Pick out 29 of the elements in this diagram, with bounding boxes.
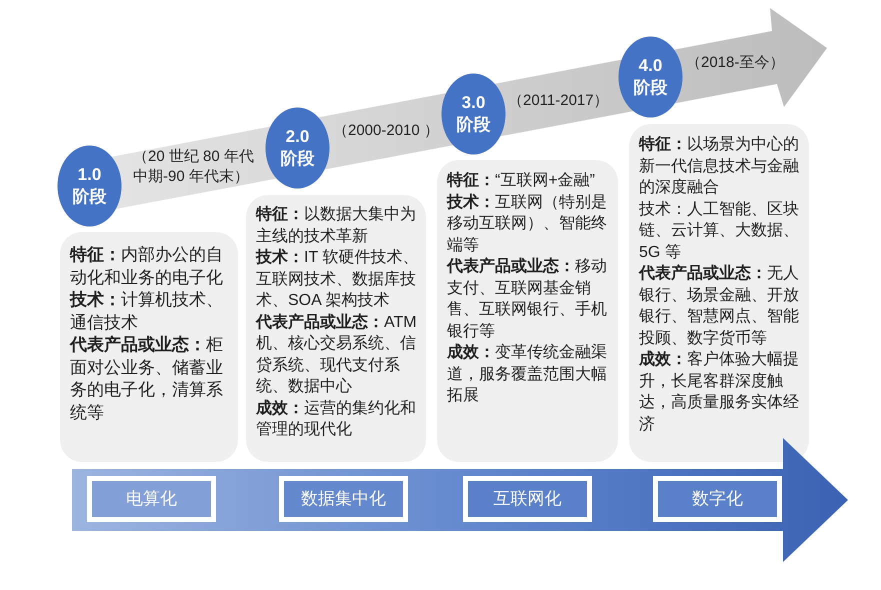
card-text: 特征：内部办公的自动化和业务的电子化 [70,244,224,288]
card-text: 特征：以场景为中心的新一代信息技术与金融的深度融合 [639,134,800,198]
card-text: 成效：客户体验大幅提升，长尾客群深度触达，高质量服务实体经济 [639,350,800,434]
card-text: 特征：“互联网+金融” [447,170,596,191]
card-text: 成效：变革传统金融渠道，服务覆盖范围大幅拓展 [447,342,608,406]
card-text: 技术：互联网（特别是移动互联网）、智能终端等 [447,192,608,256]
date-label: （20 世纪 80 年代中期-90 年代末） [133,147,255,187]
stage-circle: 1.0阶段 [57,145,122,227]
card-text: 技术：计算机技术、通信技术 [70,289,224,334]
date-label: （2011-2017） [508,91,609,111]
stage-box: 数据集中化 [279,476,408,522]
stage-box: 互联网化 [463,476,592,522]
card-text: 代表产品或业态：无人银行、场景金融、开放银行、智慧网点、智能投顾、数字货币等 [639,263,800,348]
date-label: （2000-2010 ） [333,121,439,141]
info-card [629,124,809,462]
card-text: 技术：人工智能、区块链、云计算、大数据、5G 等 [639,200,800,262]
timeline-arrow [72,438,848,562]
stage-box: 电算化 [87,476,216,522]
card-text: 代表产品或业态：移动支付、互联网基金销售、互联网银行、手机银行等 [447,256,608,342]
card-text: 代表产品或业态：柜面对公业务、储蓄业务的电子化，清算系统等 [70,334,224,424]
card-text: 特征：以数据大集中为主线的技术革新 [256,204,417,246]
card-text: 技术：IT 软硬件技术、互联网技术、数据库技术、SOA 架构技术 [256,248,420,311]
stage-circle: 3.0阶段 [441,73,506,155]
stage-circle: 4.0阶段 [618,36,683,118]
card-text: 成效：运营的集约化和管理的现代化 [256,398,417,440]
card-text: 代表产品或业态：ATM机、核心交易系统、信贷系统、现代支付系统、数据中心 [256,312,418,397]
stage-circle: 2.0阶段 [265,107,330,189]
date-label: （2018-至今） [686,53,784,73]
stage-box: 数字化 [653,476,782,522]
